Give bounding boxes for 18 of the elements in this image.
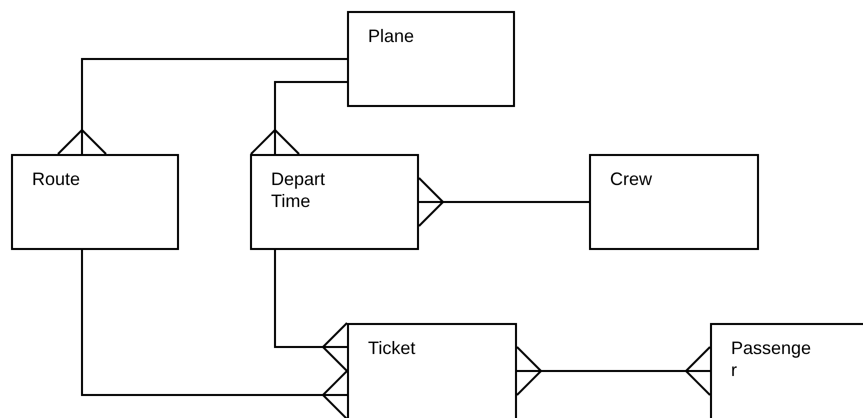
relationship-line: [418, 177, 589, 227]
entity-name: Route: [32, 168, 82, 190]
entity-name: Ticket: [368, 337, 416, 359]
relationship-line: [81, 250, 348, 418]
entity-name: Crew: [610, 168, 654, 190]
entity-box: [347, 323, 517, 418]
relationship-line: [250, 81, 347, 155]
entity-box: [11, 154, 179, 250]
entity-box: [710, 323, 863, 418]
entity-name: Depart Time: [271, 168, 326, 212]
entity-box: [589, 154, 759, 250]
relationship-line: [516, 346, 711, 396]
entity-name: Plane: [368, 25, 416, 47]
entity-box: [250, 154, 419, 250]
relationship-line: [57, 58, 347, 155]
entity-name: Passenger: [731, 337, 812, 381]
entity-box: [347, 11, 515, 107]
relationship-line: [274, 250, 348, 372]
